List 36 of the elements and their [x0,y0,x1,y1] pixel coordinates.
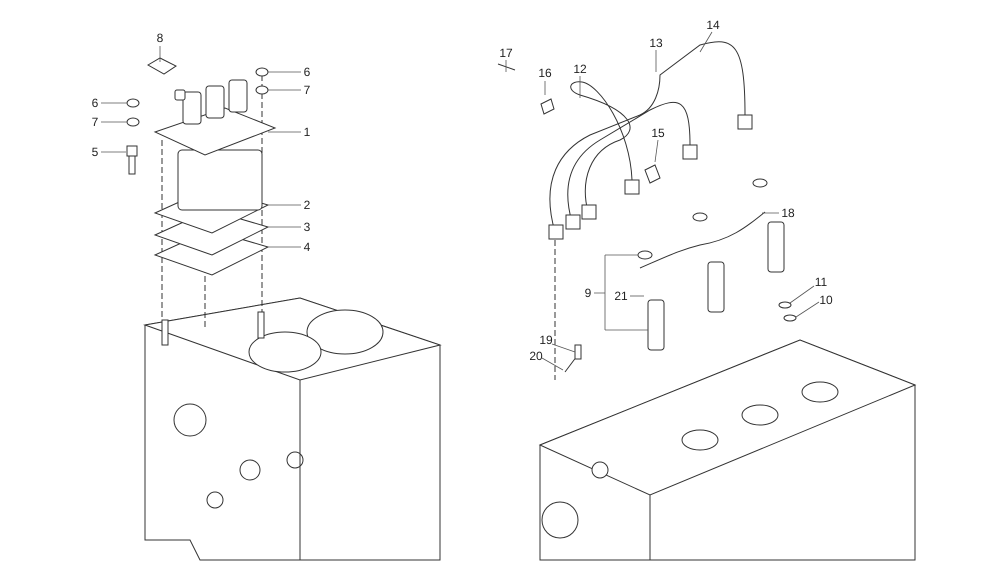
leader-line [654,140,658,162]
callout-number: 13 [649,36,663,50]
leader-line [268,226,302,228]
leader-line [796,302,820,318]
leader-line [700,32,712,52]
leader-line [268,246,302,248]
callout-number: 17 [499,46,513,60]
leader-line [542,358,564,370]
callout-number: 12 [573,62,587,76]
callout-number: 8 [156,31,164,45]
leader-line [268,204,302,206]
callout-number: 5 [92,145,98,159]
callout-number: 14 [706,18,720,32]
leader-line [552,344,576,352]
callout-number: 7 [92,115,98,129]
callout-number: 15 [651,126,665,140]
leader-line [594,254,648,330]
callout-number: 19 [539,333,553,347]
callout-number: 11 [814,275,828,289]
callout-number: 16 [538,66,552,80]
callout-number: 20 [529,349,543,363]
leader-line [544,80,546,96]
callout-number: 1 [304,125,310,139]
callout-number: 21 [614,289,628,303]
callout-number: 6 [92,96,98,110]
callout-number: 4 [304,240,310,254]
callout-number: 2 [304,198,310,212]
leader-line [100,102,128,104]
callout-number: 18 [781,206,795,220]
leader-line [790,286,814,304]
callout-number: 6 [304,65,310,79]
callout-number: 3 [304,220,310,234]
callout-number: 10 [819,293,833,307]
callout-number: 9 [584,286,592,300]
callout-number: 7 [304,83,310,97]
leader-line [762,212,780,214]
